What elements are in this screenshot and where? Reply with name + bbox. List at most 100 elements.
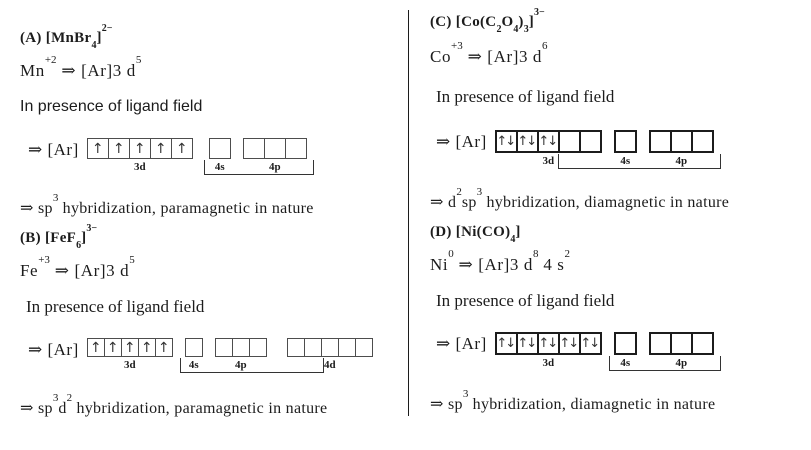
subshell-group-3d: ↑↑↑↑↑3d	[86, 338, 173, 371]
orbital-box	[242, 138, 265, 159]
orbital-box	[557, 130, 581, 153]
hybridization-bracket	[179, 358, 324, 373]
orbital-box: ↑↓	[515, 130, 539, 153]
diagram-prefix: ⇒ [Ar]	[28, 140, 79, 159]
orbital-box	[690, 130, 714, 153]
orbital-box	[284, 138, 307, 159]
orbital-box: ↑	[103, 338, 122, 357]
hybridization-conclusion-b: ⇒ sp3d2 hybridization, paramagnetic in n…	[20, 391, 328, 417]
single-electron-arrow: ↑	[106, 339, 119, 356]
orbital-box-row	[613, 130, 637, 153]
paired-electron-arrows: ↑↓	[538, 134, 558, 149]
ligand-field-note-b: In presence of ligand field	[26, 297, 205, 316]
orbital-box-row	[648, 130, 714, 153]
electron-config-a: Mn+2 ⇒ [Ar]3 d5	[20, 54, 142, 80]
subshell-group-4d: 4d	[286, 338, 373, 371]
orbital-box	[648, 130, 672, 153]
subshell-group-4p: 4p	[242, 138, 307, 173]
ligand-field-note-c: In presence of ligand field	[436, 87, 615, 106]
orbital-box-row: ↑↓↑↓↑↓↑↓↑↓	[494, 332, 602, 355]
single-electron-arrow: ↑	[89, 339, 102, 356]
diagram-prefix: ⇒ [Ar]	[436, 132, 487, 151]
orbital-groups: ↑↓↑↓↑↓↑↓↑↓ 3d 4s 4p	[494, 332, 721, 371]
orbital-box	[669, 332, 693, 355]
subshell-label: 4p	[675, 357, 688, 369]
orbital-box: ↑	[149, 138, 172, 159]
hybridization-conclusion-d: ⇒ sp3 hybridization, diamagnetic in natu…	[430, 387, 716, 413]
orbital-box-row	[286, 338, 373, 357]
orbital-diagram-a: ⇒ [Ar] ↑↑↑↑↑ 3d 4s 4p	[20, 138, 405, 190]
diagram-prefix: ⇒ [Ar]	[28, 340, 79, 359]
single-electron-arrow: ↑	[140, 339, 153, 356]
subshell-group-4s: 4s	[613, 332, 637, 369]
orbital-box	[231, 338, 250, 357]
diagram-prefix: ⇒ [Ar]	[436, 334, 487, 353]
complex-title-a: (A) [MnBr4]2−	[20, 23, 113, 51]
orbital-box: ↑↓	[536, 332, 560, 355]
subshell-label: 4p	[234, 359, 247, 371]
subshell-label: 4s	[620, 357, 631, 369]
orbital-box	[214, 338, 233, 357]
electron-config-c: Co+3 ⇒ [Ar]3 d6	[430, 40, 548, 66]
subshell-group-3d: ↑↑↑↑↑ 3d	[86, 138, 193, 173]
orbital-box-row: ↑↑↑↑↑	[86, 138, 193, 159]
hybridization-bracket	[203, 160, 314, 175]
subshell-group-4p: 4p	[648, 332, 714, 369]
electron-config-d: Ni0 ⇒ [Ar]3 d8 4 s2	[430, 248, 570, 274]
single-electron-arrow: ↑	[157, 339, 170, 356]
orbital-box: ↑	[107, 138, 130, 159]
subshell-group-3d: ↑↓↑↓↑↓3d	[494, 130, 602, 167]
complex-title-b: (B) [FeF6]3−	[20, 223, 98, 251]
orbital-box: ↑	[137, 338, 156, 357]
single-electron-arrow: ↑	[133, 140, 146, 157]
orbital-box: ↑↓	[557, 332, 581, 355]
paired-electron-arrows: ↑↓	[517, 134, 537, 149]
subshell-label: 4s	[214, 161, 225, 173]
orbital-box	[613, 332, 637, 355]
orbital-box	[669, 130, 693, 153]
subshell-group-4s: 4s	[184, 338, 203, 371]
subshell-label: 3d	[123, 359, 136, 371]
orbital-box: ↑	[120, 338, 139, 357]
option-c-section: (C) [Co(C2O4)3]3− Co+3 ⇒ [Ar]3 d6 In pre…	[430, 7, 811, 214]
orbital-groups: ↑↑↑↑↑ 3d 4s 4p	[86, 138, 314, 175]
orbital-box: ↑↓	[536, 130, 560, 153]
orbital-box	[286, 338, 305, 357]
subshell-label: 4p	[268, 161, 281, 173]
electron-config-b: Fe+3 ⇒ [Ar]3 d5	[20, 254, 135, 280]
orbital-diagram-d: ⇒ [Ar] ↑↓↑↓↑↓↑↓↑↓ 3d 4s 4p	[430, 332, 811, 384]
orbital-box	[320, 338, 339, 357]
orbital-box-row: ↑↓↑↓↑↓	[494, 130, 602, 153]
option-d-section: (D) [Ni(CO)4] Ni0 ⇒ [Ar]3 d8 4 s2 In pre…	[430, 222, 811, 416]
ligand-field-note-d: In presence of ligand field	[436, 291, 615, 310]
single-electron-arrow: ↑	[123, 339, 136, 356]
subshell-group-4s: 4s	[613, 130, 637, 167]
subshell-group-4s: 4s	[208, 138, 231, 173]
orbital-box: ↑	[170, 138, 193, 159]
subshell-label: 3d	[133, 161, 146, 173]
subshell-label: 3d	[542, 357, 555, 369]
hybridization-bracket	[557, 154, 721, 169]
column-divider	[408, 10, 409, 416]
paired-electron-arrows: ↑↓	[496, 134, 516, 149]
orbital-box	[337, 338, 356, 357]
orbital-box	[690, 332, 714, 355]
hybridization-bracket	[608, 356, 721, 371]
orbital-box-row	[208, 138, 231, 159]
orbital-box-row: ↑↑↑↑↑	[86, 338, 173, 357]
option-a-section: (A) [MnBr4]2− Mn+2 ⇒ [Ar]3 d5 In presenc…	[20, 23, 405, 220]
single-electron-arrow: ↑	[112, 140, 125, 157]
complex-title-c: (C) [Co(C2O4)3]3−	[430, 7, 545, 35]
subshell-label: 4s	[188, 359, 199, 371]
orbital-box: ↑↓	[515, 332, 539, 355]
option-b-section: (B) [FeF6]3− Fe+3 ⇒ [Ar]3 d5 In presence…	[20, 223, 405, 420]
orbital-box: ↑	[128, 138, 151, 159]
subshell-group-4p: 4p	[214, 338, 267, 371]
paired-electron-arrows: ↑↓	[496, 336, 516, 351]
single-electron-arrow: ↑	[175, 140, 188, 157]
orbital-box	[248, 338, 267, 357]
